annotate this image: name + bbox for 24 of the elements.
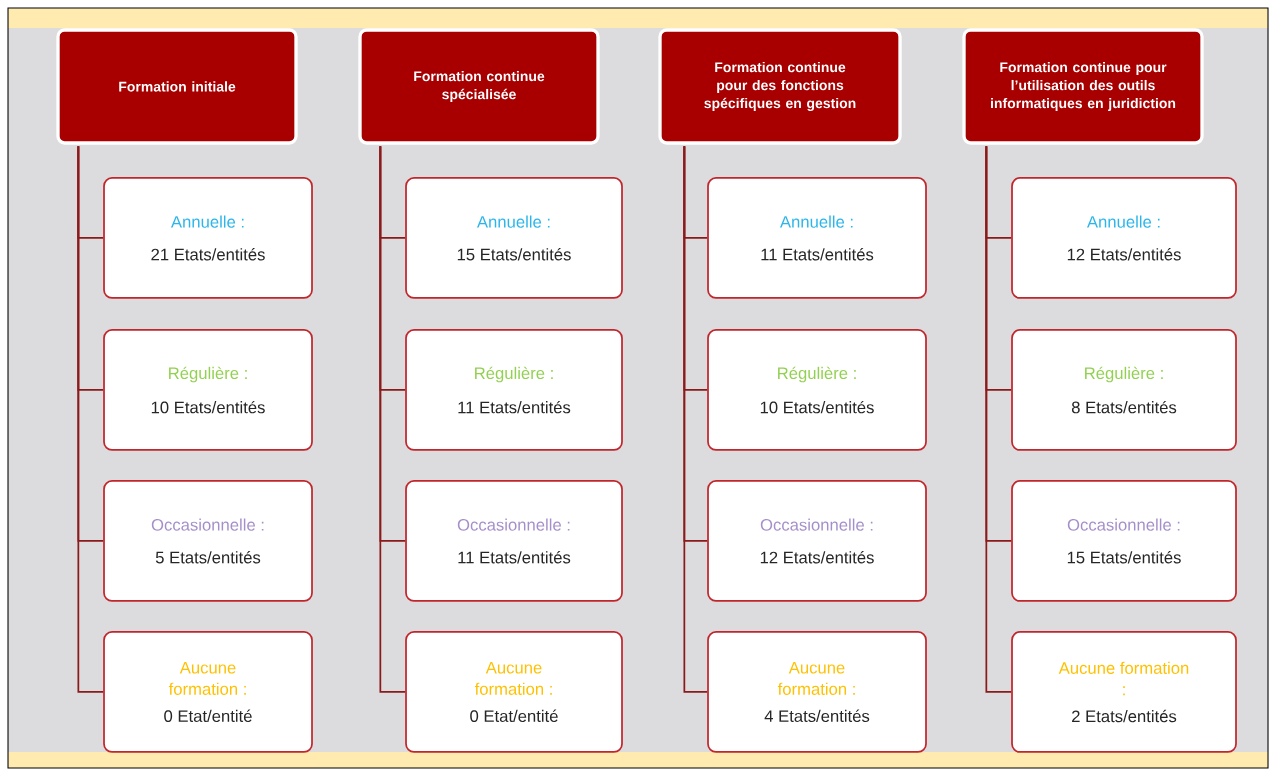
result-box: Régulière : 10 Etats/entités <box>707 329 927 451</box>
category-header-box: Formation continue pour des fonctions spécifiques en gestion <box>658 28 902 145</box>
connector-line <box>683 145 708 693</box>
connector-line <box>77 145 104 693</box>
result-box: Régulière : 11 Etats/entités <box>405 329 623 451</box>
result-box: Annuelle : 15 Etats/entités <box>405 177 623 299</box>
result-box: Annuelle : 11 Etats/entités <box>707 177 927 299</box>
result-box: Aucune formation : 0 Etat/entité <box>405 631 623 753</box>
result-box: Occasionnelle : 12 Etats/entités <box>707 480 927 602</box>
result-box: Annuelle : 21 Etats/entités <box>103 177 313 299</box>
result-box: Occasionnelle : 11 Etats/entités <box>405 480 623 602</box>
result-box: Occasionnelle : 15 Etats/entités <box>1011 480 1237 602</box>
result-box: Occasionnelle : 5 Etats/entités <box>103 480 313 602</box>
result-box: Aucune formation : 0 Etat/entité <box>103 631 313 753</box>
result-box: Aucune formation : 4 Etats/entités <box>707 631 927 753</box>
result-box: Aucune formation : 2 Etats/entités <box>1011 631 1237 753</box>
category-header-box: Formation initiale <box>56 28 298 145</box>
result-box: Régulière : 8 Etats/entités <box>1011 329 1237 451</box>
connector-line <box>379 145 406 693</box>
result-box: Annuelle : 12 Etats/entités <box>1011 177 1237 299</box>
category-header-box: Formation continue pour l’utilisation des outils informatiques en juridiction <box>962 28 1204 145</box>
connector-line <box>985 145 1012 693</box>
result-box: Régulière : 10 Etats/entités <box>103 329 313 451</box>
category-header-box: Formation continue spécialisée <box>358 28 600 145</box>
